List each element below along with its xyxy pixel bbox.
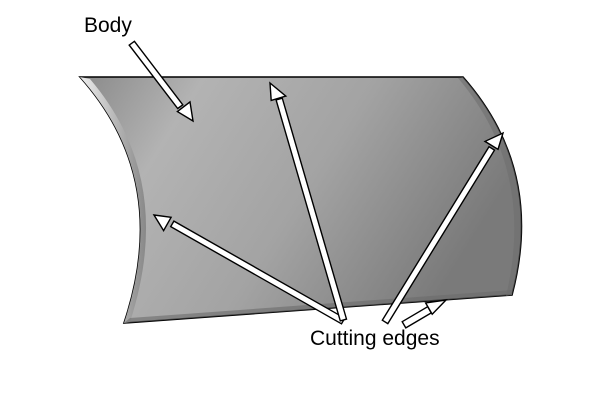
cutting-edges-label: Cutting edges (310, 327, 440, 350)
blade-body-shape (78, 76, 523, 324)
arrow-cutting-edge-right (381, 131, 505, 325)
body-label: Body (84, 14, 132, 37)
arrow-body (128, 40, 194, 123)
right-cutting-edge (458, 77, 522, 296)
arrow-cutting-edge-top (269, 81, 348, 322)
arrow-cutting-edge-bottom (401, 299, 448, 329)
